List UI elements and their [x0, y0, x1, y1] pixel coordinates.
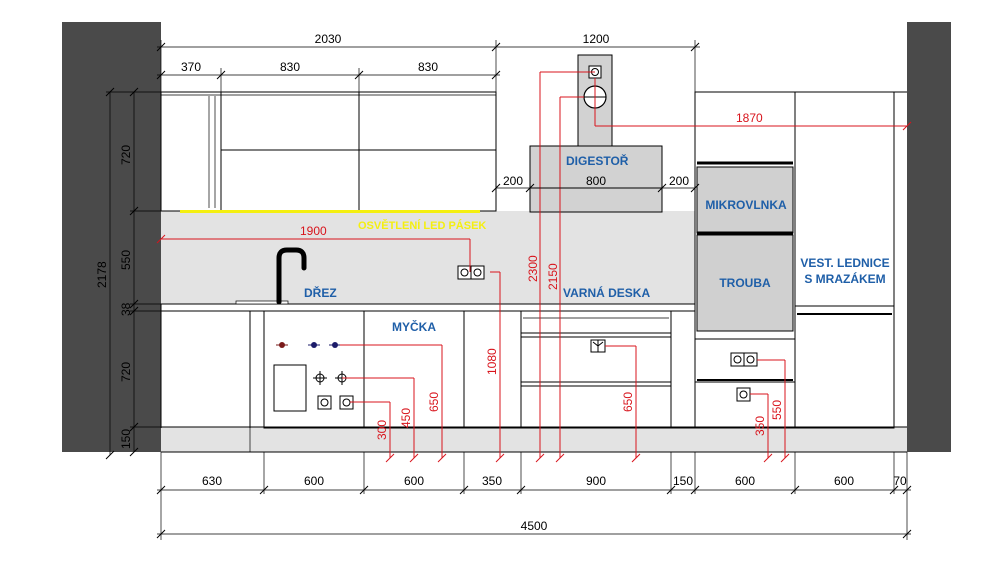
sink-label: DŘEZ: [304, 285, 337, 300]
dim-hood-200a: 200: [503, 174, 523, 188]
upper-cabinets: [160, 91, 497, 212]
dim-bot-150: 150: [673, 474, 693, 488]
red-dim-1870: 1870: [736, 111, 763, 125]
dim-bot-900: 900: [586, 474, 606, 488]
dim-left-2178: 2178: [95, 261, 109, 288]
hob-burner-symbols: [276, 342, 341, 348]
dim-top-830a: 830: [280, 60, 300, 74]
plinth: [161, 427, 907, 452]
dim-hood-800: 800: [586, 174, 606, 188]
red-dim-450: 450: [399, 408, 413, 428]
dim-bot-70: 70: [893, 474, 907, 488]
base-socket-icon: [317, 395, 354, 410]
dim-left-720a: 720: [119, 145, 133, 165]
faucet-icon: [276, 247, 307, 305]
dim-top-370: 370: [181, 60, 201, 74]
left-dimension-lines: [105, 87, 161, 460]
dishwasher-label: MYČKA: [392, 319, 436, 334]
dim-hood-200b: 200: [669, 174, 689, 188]
dim-bot-600b: 600: [404, 474, 424, 488]
base-cabinets: [160, 310, 696, 429]
backsplash-socket-icon: [457, 265, 485, 280]
tall-socket-upper-icon: [730, 352, 758, 367]
oven: [696, 234, 794, 332]
red-dim-650a: 650: [427, 392, 441, 412]
red-dim-1080: 1080: [485, 348, 499, 375]
countertop: [160, 303, 696, 312]
red-dim-550: 550: [770, 400, 784, 420]
appliance-panel-icon: [273, 364, 307, 412]
red-dim-650b: 650: [621, 392, 635, 412]
dim-top-1200: 1200: [583, 32, 610, 46]
dim-bot-600d: 600: [834, 474, 854, 488]
dim-top-2030: 2030: [315, 32, 342, 46]
dim-left-720b: 720: [119, 362, 133, 382]
red-dim-2300: 2300: [526, 255, 540, 282]
backsplash: [161, 211, 695, 304]
led-strip-label: OSVĚTLENÍ LED PÁSEK: [358, 219, 486, 232]
tall-column: [694, 91, 907, 429]
dim-left-38: 38: [119, 302, 133, 316]
dim-bot-600a: 600: [304, 474, 324, 488]
dim-bot-630: 630: [202, 474, 222, 488]
bottom-dimension-lines: [156, 452, 912, 540]
dim-left-150: 150: [119, 429, 133, 449]
left-wall: [62, 22, 161, 452]
microwave-label: MIKROVLNKA: [705, 198, 787, 212]
drawer-light-symbol-icon: [590, 339, 606, 353]
red-dim-1900: 1900: [300, 224, 327, 238]
red-dim-2150: 2150: [546, 263, 560, 290]
fridge-label-line1: VEST. LEDNICE: [800, 256, 889, 270]
dim-left-550: 550: [119, 250, 133, 270]
dim-top-830b: 830: [418, 60, 438, 74]
cooktop-label: VARNÁ DESKA: [563, 285, 650, 300]
tall-socket-lower-icon: [736, 387, 751, 402]
dim-bot-4500: 4500: [521, 519, 548, 533]
top-dimension-lines: [156, 40, 700, 193]
red-dim-350: 350: [753, 416, 767, 436]
red-dim-300: 300: [375, 420, 389, 440]
oven-label: TROUBA: [719, 276, 771, 290]
dim-bot-350: 350: [482, 474, 502, 488]
right-wall: [907, 22, 951, 452]
hood-label: DIGESTOŘ: [566, 153, 629, 168]
fridge-label-line2: S MRAZÁKEM: [804, 271, 885, 286]
dim-bot-600c: 600: [735, 474, 755, 488]
range-hood: [529, 54, 663, 213]
led-strip: [180, 210, 480, 213]
red-dimension-lines: [156, 71, 912, 463]
